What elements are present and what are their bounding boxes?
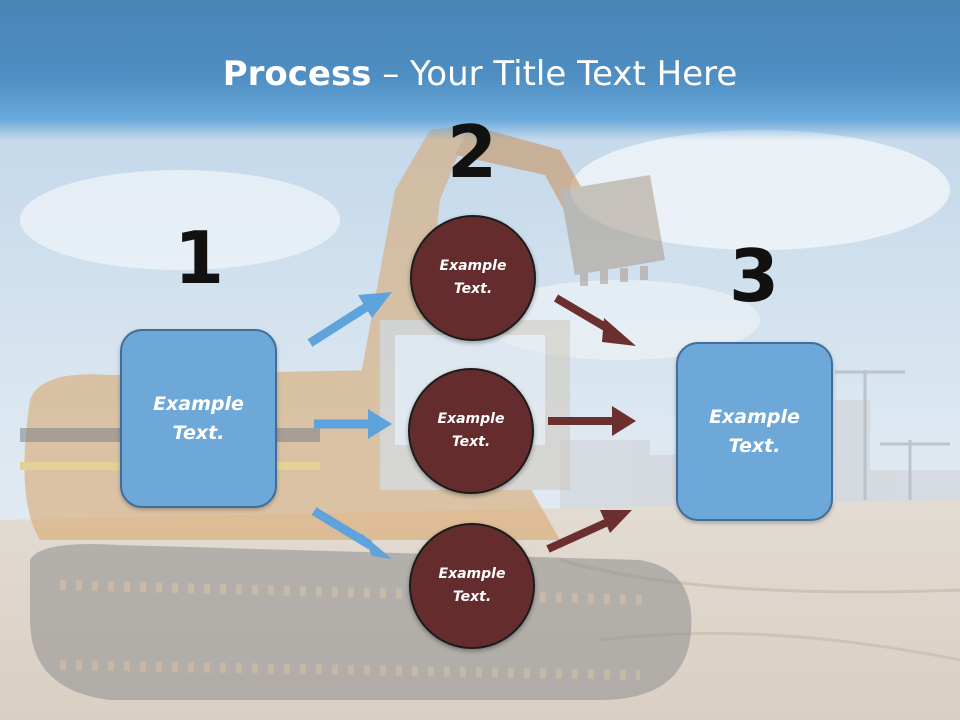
blue-arrow-up: [307, 292, 392, 347]
circle-middle-line2: Text.: [451, 434, 491, 450]
step-2-circle-bottom[interactable]: Example Text.: [409, 523, 535, 649]
step-3-box[interactable]: Example Text.: [676, 342, 833, 521]
step-number-3: 3: [728, 234, 780, 318]
step-1-line2: Text.: [172, 421, 225, 444]
red-arrow-down: [553, 294, 636, 346]
slide-title: Process – Your Title Text Here: [0, 52, 960, 96]
blue-arrow-down: [311, 507, 392, 559]
step-3-text: Example Text.: [695, 403, 815, 461]
blue-arrow-middle: [314, 409, 392, 439]
slide-title-bold: Process: [222, 54, 372, 94]
step-number-1: 1: [173, 216, 225, 300]
title-bar: [0, 0, 960, 140]
circle-top-line2: Text.: [453, 281, 493, 297]
circle-middle-line1: Example: [437, 411, 505, 427]
step-1-box[interactable]: Example Text.: [120, 329, 277, 508]
step-2-circle-middle[interactable]: Example Text.: [408, 368, 534, 494]
step-2-circle-top[interactable]: Example Text.: [410, 215, 536, 341]
circle-top-line1: Example: [439, 258, 507, 274]
step-number-2: 2: [446, 110, 498, 194]
step-1-text: Example Text.: [139, 390, 259, 448]
red-arrow-up: [546, 510, 632, 553]
step-3-line2: Text.: [728, 434, 781, 457]
step-1-line1: Example: [153, 392, 244, 415]
circle-bottom-line2: Text.: [452, 589, 492, 605]
step-3-line1: Example: [709, 405, 800, 428]
circle-bottom-line1: Example: [438, 566, 506, 582]
slide-title-rest: – Your Title Text Here: [371, 54, 738, 94]
red-arrow-middle: [548, 406, 636, 436]
